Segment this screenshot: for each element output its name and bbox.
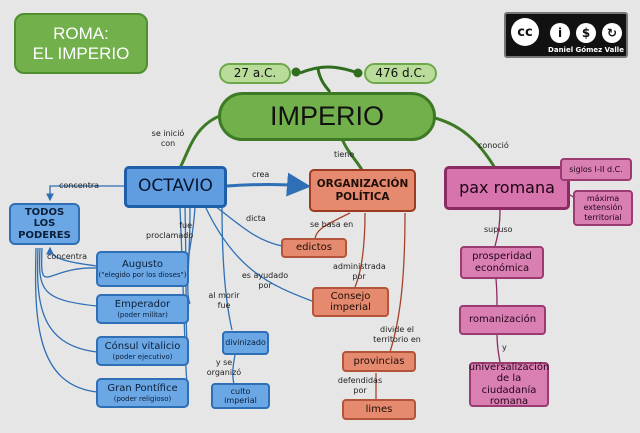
divinizado-node: divinizado bbox=[222, 331, 269, 355]
octavio-node: OCTAVIO bbox=[124, 166, 227, 208]
link-imperio-pax bbox=[434, 116, 497, 169]
culto-node: culto imperial bbox=[211, 383, 270, 409]
limes-node: limes bbox=[342, 399, 416, 420]
augusto-desc: ("elegido por los dioses") bbox=[98, 270, 187, 279]
link-org-provincias bbox=[389, 212, 406, 353]
noncommercial-icon: $ bbox=[576, 23, 596, 43]
license-badge: cc i $ ↻ Daniel Gómez Valle bbox=[504, 12, 628, 58]
link-org-consejo bbox=[354, 212, 366, 288]
label-supuso: supuso bbox=[484, 225, 513, 234]
link-pontifice-poderes bbox=[34, 247, 98, 393]
label-tiene: tiene bbox=[334, 150, 355, 159]
pontifice-title: Gran Pontífice bbox=[107, 383, 178, 395]
edictos-node: edictos bbox=[281, 238, 347, 258]
label-y: y bbox=[502, 343, 507, 352]
label-administrada: administrada por bbox=[333, 262, 386, 281]
organizacion-node: ORGANIZACIÓN POLÍTICA bbox=[309, 169, 416, 212]
consul-title: Cónsul vitalicio bbox=[104, 341, 181, 353]
link-prosperidad-romanizacion bbox=[495, 278, 498, 306]
link-octavio-ayudado bbox=[204, 205, 313, 302]
link-imperio-octavio bbox=[178, 113, 223, 169]
augusto-title: Augusto bbox=[121, 259, 164, 271]
link-octavio-divinizado bbox=[221, 206, 233, 331]
sharealike-icon: ↻ bbox=[602, 23, 622, 43]
pax-node: pax romana bbox=[444, 166, 570, 210]
label-conocio: conoció bbox=[478, 141, 509, 150]
label-divide: divide el territorio en bbox=[373, 325, 421, 344]
consejo-node: Consejo imperial bbox=[312, 287, 389, 317]
label-se-inicio: se inició con bbox=[151, 129, 185, 148]
emperador-title: Emperador bbox=[114, 299, 171, 311]
label-es-ayudado: es ayudado por bbox=[241, 271, 289, 290]
link-pax-prosperidad bbox=[494, 209, 501, 247]
title-line1: ROMA: bbox=[53, 23, 109, 43]
prosperidad-node: prosperidad económica bbox=[460, 246, 544, 279]
title-line2: EL IMPERIO bbox=[32, 43, 130, 63]
consul-node: Cónsul vitalicio (poder ejecutivo) bbox=[96, 336, 189, 366]
poderes-node: TODOS LOS PODERES bbox=[9, 203, 80, 245]
label-se-basa: se basa en bbox=[310, 220, 354, 229]
siglos-node: siglos I-II d.C. bbox=[560, 158, 632, 181]
label-y-se-organizo: y se organizó bbox=[206, 358, 242, 377]
timeline-start: 27 a.C. bbox=[219, 63, 291, 84]
label-concentra-top: concentra bbox=[59, 181, 100, 190]
imperio-node: IMPERIO bbox=[218, 92, 436, 141]
link-consul-poderes bbox=[36, 247, 98, 353]
emperador-desc: (poder militar) bbox=[117, 310, 168, 319]
pontifice-node: Gran Pontífice (poder religioso) bbox=[96, 378, 189, 408]
emperador-node: Emperador (poder militar) bbox=[96, 294, 189, 324]
label-defendidas: defendidas por bbox=[337, 376, 383, 395]
label-dicta: dicta bbox=[246, 214, 266, 223]
link-octavio-poderes bbox=[46, 185, 125, 202]
license-author: Daniel Gómez Valle bbox=[548, 46, 624, 54]
provincias-node: provincias bbox=[342, 351, 416, 372]
extension-node: máxima extensión territorial bbox=[573, 190, 633, 226]
timeline-dot-start bbox=[291, 67, 301, 77]
romanizacion-node: romanización bbox=[459, 305, 546, 335]
timeline-end: 476 d.C. bbox=[364, 63, 437, 84]
pontifice-desc: (poder religioso) bbox=[113, 394, 172, 403]
augusto-node: Augusto ("elegido por los dioses") bbox=[96, 251, 189, 287]
label-fue-proclamado: fue proclamado bbox=[146, 221, 194, 240]
link-romanizacion-ciudadania bbox=[496, 333, 501, 363]
timeline-dot-end bbox=[353, 68, 363, 78]
link-poderes-concentra bbox=[46, 246, 98, 267]
title-box: ROMA: EL IMPERIO bbox=[14, 13, 148, 74]
link-org-edictos bbox=[314, 212, 351, 241]
arrow-crea bbox=[226, 172, 311, 197]
label-al-morir: al morir fue bbox=[208, 291, 240, 310]
consul-desc: (poder ejecutivo) bbox=[112, 352, 173, 361]
attribution-icon: i bbox=[550, 23, 570, 43]
ciudadania-node: universalización de la ciudadanía romana bbox=[468, 361, 550, 407]
link-emperador-poderes bbox=[38, 247, 98, 307]
label-concentra-left: concentra bbox=[47, 252, 88, 261]
link-augusto-poderes bbox=[41, 247, 98, 278]
cc-icon: cc bbox=[511, 18, 539, 46]
label-crea: crea bbox=[252, 170, 270, 179]
timeline-connector bbox=[299, 65, 359, 93]
